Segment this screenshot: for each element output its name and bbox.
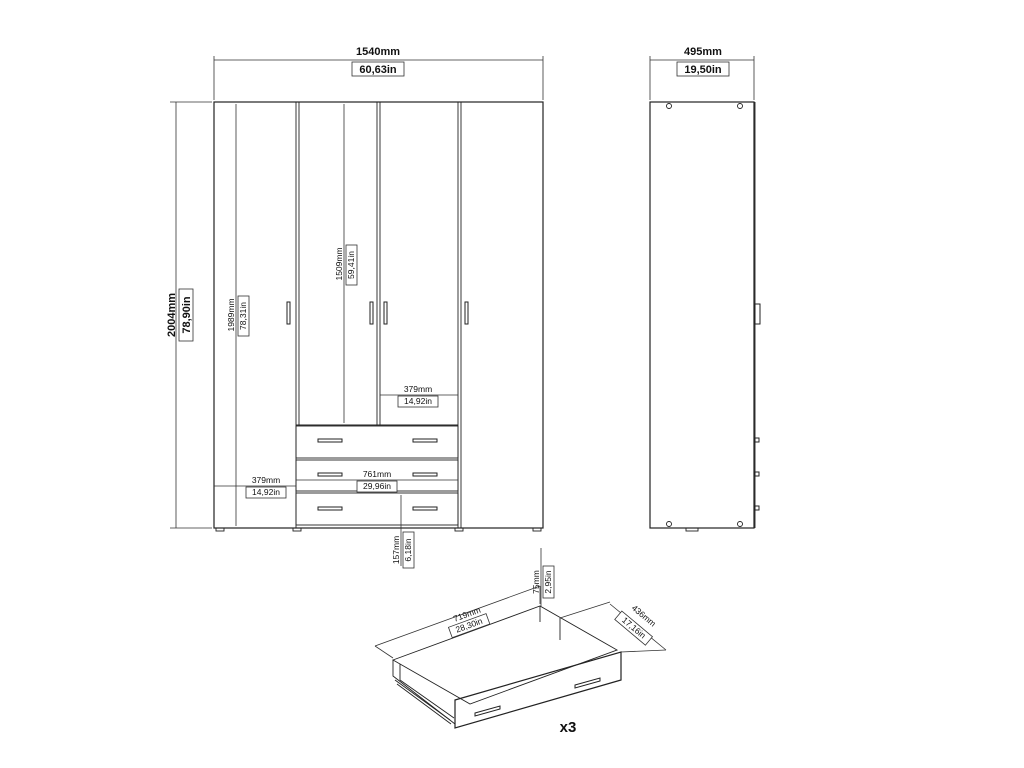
drawer-width-in-box (356, 480, 398, 493)
drawer-detail-width-dim (374, 585, 541, 647)
door-4-handle (464, 301, 469, 325)
door-3-handle (383, 301, 388, 325)
drawer-front-3 (295, 492, 459, 526)
door-2-handle (369, 301, 374, 325)
drawer-height-in-box (402, 531, 415, 569)
side-dot-bottom-left (666, 521, 672, 527)
side-drawer-handle-3 (754, 505, 760, 511)
width-mm-label: 1540mm (356, 46, 400, 58)
drawer-height-mm-label: 157mm (391, 536, 401, 564)
side-dot-bottom-right (737, 521, 743, 527)
left-width-mm-label: 379mm (252, 475, 280, 485)
drawer-width-in-label: 29,96in (363, 481, 391, 491)
foot-center-right (454, 527, 464, 532)
upper-height-in-label: 59,41in (346, 251, 356, 279)
drawer-quantity-label: x3 (560, 719, 577, 736)
drawer-detail-depth-in-box (614, 610, 654, 646)
drawer-front-handle-2 (574, 677, 601, 689)
drawer-front-panel (454, 651, 622, 729)
side-drawer-handle-2 (754, 471, 760, 477)
upper-width-mm-label: 379mm (404, 384, 432, 394)
height-in-box (178, 288, 194, 342)
drawer-3-handle-right (412, 506, 438, 511)
drawer-3-handle-left (317, 506, 343, 511)
inner-height-in-box (237, 295, 250, 337)
width-in-box (351, 61, 405, 77)
side-drawer-handle-1 (754, 437, 760, 443)
drawer-rail-1 (394, 679, 451, 721)
foot-left (215, 527, 225, 532)
drawer-detail-height-in-label: 2,95in (543, 570, 553, 593)
drawer-inner-top (391, 605, 619, 705)
drawer-width-mm-label: 761mm (363, 469, 391, 479)
drawer-height-in-label: 6,18in (403, 538, 413, 561)
left-width-in-box (245, 486, 287, 499)
height-in-label: 78,90in (181, 296, 193, 334)
drawer-1-handle-left (317, 438, 343, 443)
foot-right (532, 527, 542, 532)
left-width-in-label: 14,92in (252, 487, 280, 497)
side-panel (649, 101, 755, 529)
drawer-detail-height-mm-label: 75mm (531, 570, 541, 594)
depth-in-label: 19,50in (684, 64, 722, 76)
drawer-detail-depth-ext-bottom (620, 649, 667, 653)
drawer-detail-width-in-box (447, 613, 491, 639)
side-dot-top-left (666, 103, 672, 109)
drawer-front-1 (295, 425, 459, 459)
drawer-detail-depth-ext-top (559, 601, 611, 619)
inner-height-mm-label: 1989mm (226, 298, 236, 331)
drawer-front-handle-1 (474, 705, 501, 717)
inner-height-in-label: 78,31in (238, 302, 248, 330)
depth-mm-label: 495mm (684, 46, 722, 58)
side-dot-top-right (737, 103, 743, 109)
drawer-side-left-inner (399, 664, 455, 719)
upper-width-in-box (397, 395, 439, 408)
door-1-handle (286, 301, 291, 325)
drawer-detail-height-in-box (542, 565, 555, 599)
side-foot (685, 527, 699, 532)
drawer-1-handle-right (412, 438, 438, 443)
upper-width-in-label: 14,92in (404, 396, 432, 406)
height-mm-label: 2004mm (166, 293, 178, 337)
depth-in-box (676, 61, 730, 77)
drawer-2-handle-right (412, 472, 438, 477)
foot-center-left (292, 527, 302, 532)
upper-height-in-box (345, 244, 358, 286)
wardrobe-body (213, 101, 544, 529)
drawer-2-handle-left (317, 472, 343, 477)
drawer-side-left-outer (392, 660, 456, 725)
front-view: 1540mm 60,63in 2004mm 78,90in 1989mm 78,… (166, 46, 544, 569)
width-in-label: 60,63in (359, 64, 397, 76)
drawer-detail-width-ext-left (374, 645, 394, 659)
drawer-rail-2 (396, 683, 452, 725)
side-view: 495mm 19,50in (649, 46, 761, 532)
drawer-detail: 719mm 28,30in 436mm 17,16in 75mm 2,95in … (374, 548, 667, 736)
side-door-handle (754, 303, 761, 325)
upper-height-mm-label: 1509mm (334, 247, 344, 280)
